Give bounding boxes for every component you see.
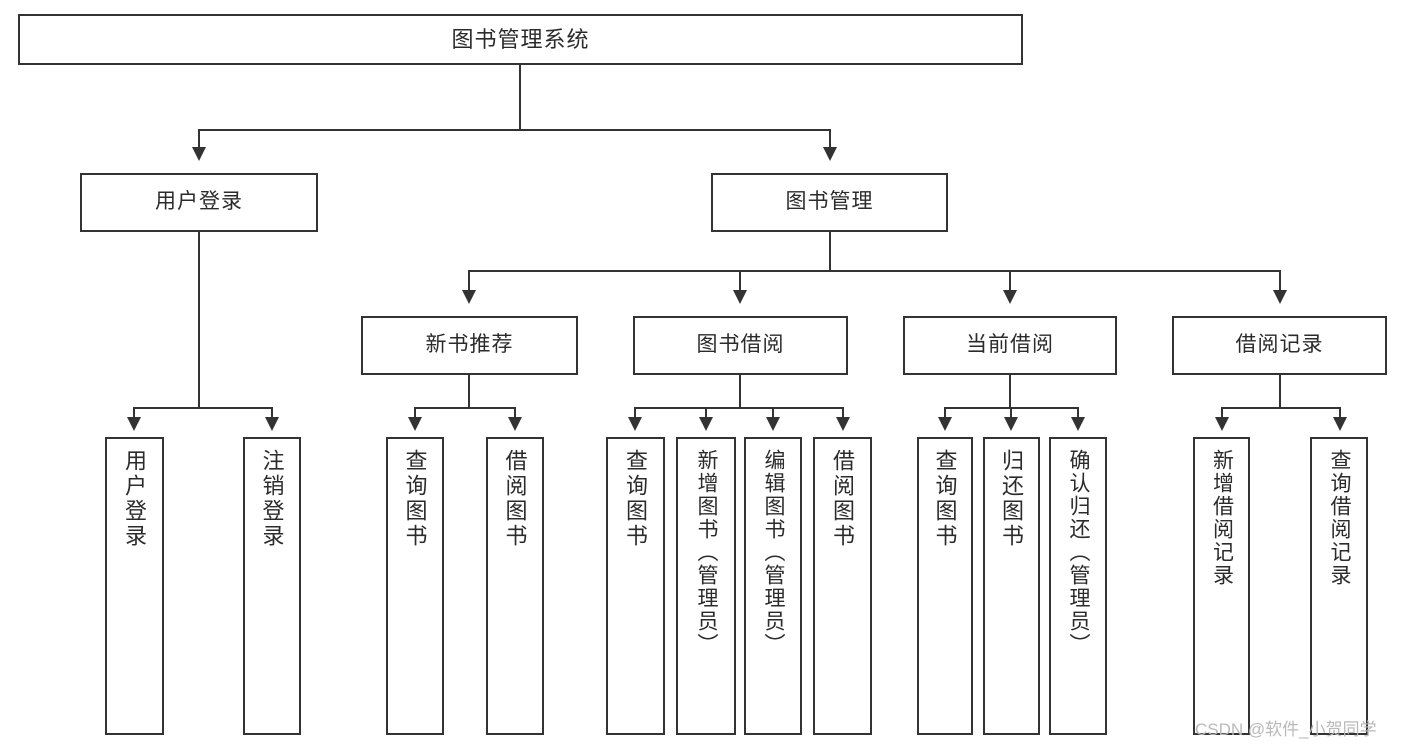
node-label: 编辑图书（管理员） <box>762 449 786 656</box>
arrow-root-to-book <box>823 147 837 161</box>
connector-nb-b <box>514 407 516 419</box>
leaf-query-book-current[interactable]: 查询图书 <box>917 437 973 735</box>
arrow-borrow-leaf-4 <box>836 417 850 431</box>
leaf-add-book-admin[interactable]: 新增图书（管理员） <box>676 437 736 735</box>
node-label: 注销登录 <box>259 449 285 549</box>
connector-login-b <box>271 407 273 419</box>
connector-borrow-stem <box>739 375 741 407</box>
leaf-query-borrow-record[interactable]: 查询借阅记录 <box>1310 437 1368 735</box>
connector-bm-4 <box>1279 270 1281 292</box>
leaf-confirm-return-admin[interactable]: 确认归还（管理员） <box>1049 437 1107 735</box>
arrow-login-leaf-1 <box>127 417 141 431</box>
connector-cu-c <box>1077 407 1079 419</box>
connector-current-stem <box>1009 375 1011 407</box>
arrow-current-leaf-2 <box>1004 417 1018 431</box>
leaf-edit-book-admin[interactable]: 编辑图书（管理员） <box>744 437 802 735</box>
connector-bo-b <box>705 407 707 419</box>
connector-nb-a <box>414 407 416 419</box>
connector-re-a <box>1221 407 1223 419</box>
arrow-record-leaf-2 <box>1333 417 1347 431</box>
connector-login-a <box>133 407 135 419</box>
connector-cu-b <box>1010 407 1012 419</box>
connector-record-stem <box>1279 375 1281 407</box>
leaf-logout-login[interactable]: 注销登录 <box>243 437 301 735</box>
connector-root-stem <box>519 65 521 129</box>
node-book-borrow[interactable]: 图书借阅 <box>633 316 848 375</box>
connector-login-bus <box>133 407 272 409</box>
arrow-newbook-leaf-2 <box>508 417 522 431</box>
node-label: 查询图书 <box>932 449 958 549</box>
arrow-borrow-leaf-2 <box>699 417 713 431</box>
connector-cu-a <box>944 407 946 419</box>
leaf-user-login[interactable]: 用户登录 <box>105 437 164 735</box>
connector-bo-a <box>634 407 636 419</box>
connector-newbook-bus <box>414 407 516 409</box>
node-label: 查询图书 <box>402 449 428 549</box>
connector-root-to-login <box>198 129 200 149</box>
node-current-borrow[interactable]: 当前借阅 <box>903 316 1117 375</box>
connector-re-b <box>1339 407 1341 419</box>
connector-login-stem <box>198 232 200 407</box>
connector-bm-2 <box>739 270 741 292</box>
connector-bo-c <box>772 407 774 419</box>
leaf-query-book-newbook[interactable]: 查询图书 <box>386 437 444 735</box>
arrow-bookmgmt-record <box>1273 290 1287 304</box>
leaf-borrow-book-newbook[interactable]: 借阅图书 <box>486 437 544 735</box>
node-label: 确认归还（管理员） <box>1067 449 1091 656</box>
connector-bm-3 <box>1009 270 1011 292</box>
arrow-current-leaf-1 <box>938 417 952 431</box>
leaf-add-borrow-record[interactable]: 新增借阅记录 <box>1193 437 1250 735</box>
arrow-borrow-leaf-3 <box>766 417 780 431</box>
node-root-system[interactable]: 图书管理系统 <box>18 14 1023 65</box>
node-label: 新增借阅记录 <box>1210 449 1234 587</box>
node-label: 图书借阅 <box>696 333 785 357</box>
connector-borrow-bus <box>634 407 842 409</box>
node-label: 新书推荐 <box>425 333 514 357</box>
node-user-login[interactable]: 用户登录 <box>80 173 318 232</box>
node-new-book-recommend[interactable]: 新书推荐 <box>361 316 578 375</box>
arrow-bookmgmt-current <box>1003 290 1017 304</box>
arrow-bookmgmt-borrow <box>733 290 747 304</box>
arrow-login-leaf-2 <box>265 417 279 431</box>
node-label: 用户登录 <box>155 190 243 214</box>
node-borrow-record[interactable]: 借阅记录 <box>1172 316 1387 375</box>
connector-record-bus <box>1221 407 1339 409</box>
node-label: 当前借阅 <box>966 333 1054 357</box>
connector-bookmgmt-bus <box>468 270 1280 272</box>
arrow-bookmgmt-new <box>462 290 476 304</box>
node-label: 归还图书 <box>999 449 1025 549</box>
node-label: 查询图书 <box>623 449 649 549</box>
node-book-management[interactable]: 图书管理 <box>711 173 948 232</box>
csdn-watermark: CSDN @软件_小贺同学 <box>1195 720 1377 739</box>
connector-bookmgmt-stem <box>829 232 831 270</box>
node-label: 用户登录 <box>122 449 148 549</box>
leaf-return-book[interactable]: 归还图书 <box>983 437 1040 735</box>
arrow-newbook-leaf-1 <box>408 417 422 431</box>
connector-root-bus <box>198 129 830 131</box>
node-label: 借阅记录 <box>1235 333 1324 357</box>
connector-newbook-stem <box>468 375 470 407</box>
node-label: 借阅图书 <box>830 449 856 549</box>
node-label: 图书管理系统 <box>451 26 590 52</box>
leaf-borrow-book[interactable]: 借阅图书 <box>813 437 872 735</box>
node-label: 借阅图书 <box>502 449 528 549</box>
arrow-root-to-login <box>192 147 206 161</box>
node-label: 新增图书（管理员） <box>695 449 719 656</box>
leaf-query-book-borrow[interactable]: 查询图书 <box>606 437 665 735</box>
node-label: 图书管理 <box>785 190 874 214</box>
connector-bm-1 <box>468 270 470 292</box>
arrow-record-leaf-1 <box>1215 417 1229 431</box>
arrow-current-leaf-3 <box>1071 417 1085 431</box>
node-label: 查询借阅记录 <box>1328 449 1352 587</box>
arrow-borrow-leaf-1 <box>628 417 642 431</box>
connector-root-to-book <box>829 129 831 149</box>
connector-bo-d <box>842 407 844 419</box>
